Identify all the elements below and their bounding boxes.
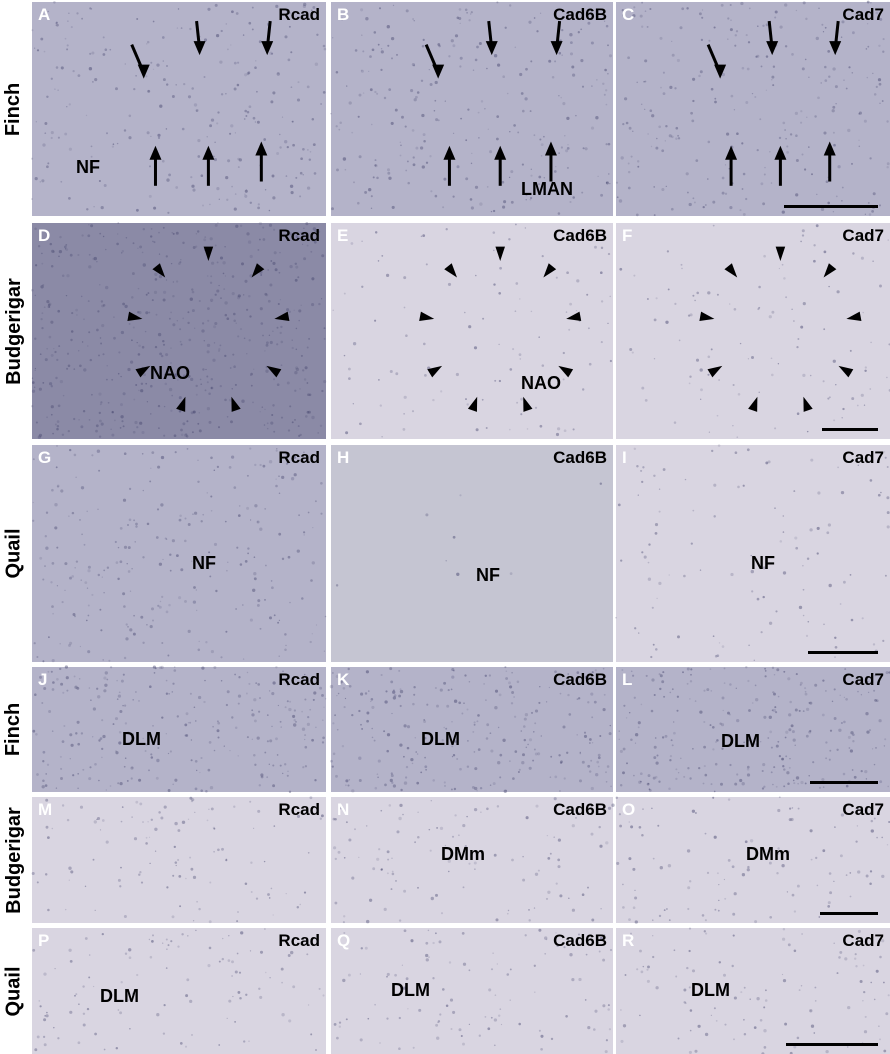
gene-label: Cad6B — [553, 448, 607, 467]
gene-label: Rcad — [278, 226, 320, 245]
panel-letter: N — [337, 800, 350, 819]
panel-letter: P — [38, 931, 50, 950]
region-label: NF — [76, 157, 100, 177]
panel-letter: O — [622, 800, 636, 819]
region-label: DLM — [421, 729, 460, 749]
panel-letter: J — [38, 670, 48, 689]
panel-letter: G — [38, 448, 52, 467]
panel-letter: R — [622, 931, 635, 950]
gene-label: Cad6B — [553, 226, 607, 245]
region-label: DLM — [721, 731, 760, 751]
micrograph-panel-m: M Rcad — [31, 796, 326, 924]
row-label-text: Budgerigar — [2, 806, 25, 914]
panel-letter: A — [38, 5, 51, 24]
micrograph-panel-b: B Cad6B LMAN — [330, 1, 613, 216]
row-label-text: Finch — [2, 82, 25, 136]
gene-label: Cad6B — [553, 670, 607, 689]
region-label: DMm — [746, 844, 790, 864]
scale-bar — [808, 651, 878, 654]
region-label: DLM — [391, 980, 430, 1000]
gene-label: Rcad — [278, 670, 320, 689]
region-label: LMAN — [521, 179, 573, 199]
row-label-text: Quail — [2, 965, 25, 1017]
panel-letter: F — [622, 226, 633, 245]
arrowhead-markers — [127, 246, 290, 412]
arrow-markers — [706, 20, 842, 186]
panel-letter: I — [622, 448, 627, 467]
row-label: Quail — [0, 445, 28, 662]
panel-letter: H — [337, 448, 350, 467]
region-label: DLM — [100, 986, 139, 1006]
micrograph-panel-n: N Cad6B DMm — [331, 797, 615, 924]
gene-label: Rcad — [278, 448, 320, 467]
region-label: DLM — [122, 729, 161, 749]
row-label-text: Finch — [2, 702, 25, 757]
gene-label: Rcad — [278, 931, 320, 950]
gene-label: Cad6B — [553, 800, 607, 819]
arrow-markers — [130, 20, 274, 186]
gene-label: Rcad — [278, 5, 320, 24]
gene-label: Cad7 — [842, 448, 884, 467]
scale-bar — [786, 1043, 878, 1046]
micrograph-panel-f: F Cad7 — [616, 223, 890, 439]
row-label: Finch — [0, 2, 28, 216]
scale-bar — [822, 428, 878, 431]
scale-bar — [810, 781, 878, 784]
gene-label: Cad7 — [842, 226, 884, 245]
panel-letter: K — [337, 670, 350, 689]
scale-bar — [784, 205, 878, 208]
region-label: NAO — [150, 363, 190, 383]
micrograph-panel-h: H Cad6B NF — [331, 445, 613, 662]
panel-letter: Q — [337, 931, 351, 950]
panel-letter: C — [622, 5, 635, 24]
panel-letter: L — [622, 670, 633, 689]
gene-label: Cad6B — [553, 931, 607, 950]
gene-label: Cad6B — [553, 5, 607, 24]
region-label: DMm — [441, 844, 485, 864]
gene-label: Rcad — [278, 800, 320, 819]
gene-label: Cad7 — [842, 800, 884, 819]
region-label: NAO — [521, 373, 561, 393]
row-label: Budgerigar — [0, 223, 28, 439]
region-label: NF — [476, 565, 500, 585]
panel-letter: B — [337, 5, 350, 24]
panel-letter: M — [38, 800, 53, 819]
panel-letter: D — [38, 226, 51, 245]
region-label: NF — [192, 553, 216, 573]
arrowhead-markers — [699, 246, 862, 412]
gene-label: Cad7 — [842, 670, 884, 689]
row-label-text: Quail — [2, 528, 25, 579]
scale-bar — [820, 912, 878, 915]
micrograph-panel-q: Q Cad6B DLM — [331, 928, 613, 1054]
row-label: Budgerigar — [0, 797, 28, 923]
gene-label: Cad7 — [842, 931, 884, 950]
gene-label: Cad7 — [842, 5, 884, 24]
micrograph-panel-c: C Cad7 — [615, 0, 890, 217]
region-label: DLM — [691, 980, 730, 1000]
row-label: Quail — [0, 928, 28, 1054]
micrograph-panel-k: K Cad6B DLM — [329, 666, 613, 793]
row-label: Finch — [0, 667, 28, 792]
region-label: NF — [751, 553, 775, 573]
panel-letter: E — [337, 226, 349, 245]
row-label-text: Budgerigar — [2, 277, 25, 385]
arrow-markers — [424, 20, 563, 186]
arrowhead-markers — [419, 246, 582, 412]
micrograph-panel-e: E Cad6B NAO — [331, 223, 613, 439]
